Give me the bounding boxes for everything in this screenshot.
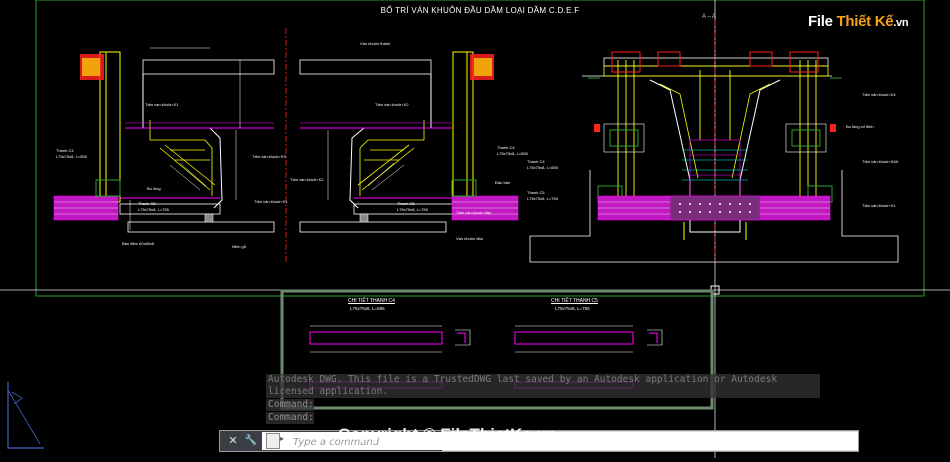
svg-text:Thanh C4: Thanh C4	[527, 159, 545, 164]
chevron-down-icon[interactable]: ▸	[280, 434, 285, 443]
detail-c4-title: CHI TIẾT THANH C4	[348, 298, 395, 304]
watermark-logo-part2: Thiết Kế	[832, 13, 894, 30]
watermark-logo-part1: File	[808, 13, 833, 30]
svg-text:Tấm ván khuôn K1: Tấm ván khuôn K1	[254, 199, 288, 204]
svg-text:Tấm ván khuôn KS: Tấm ván khuôn KS	[252, 154, 286, 159]
right-section-view: Tấm ván khuôn K4 Bu lông cố định Tấm ván…	[527, 20, 899, 263]
svg-text:Tấm ván khuôn K2: Tấm ván khuôn K2	[375, 102, 409, 107]
command-prompt-area: ▸	[262, 432, 858, 451]
terminal-icon	[266, 433, 280, 449]
svg-text:Bu lông: Bu lông	[147, 186, 161, 191]
svg-text:Bản đệm 60x60x6: Bản đệm 60x60x6	[122, 241, 155, 246]
svg-text:Ván khuôn thành: Ván khuôn thành	[360, 41, 390, 46]
detail-c5-title: CHI TIẾT THANH C5	[551, 298, 598, 304]
svg-text:Thanh C5: Thanh C5	[397, 201, 415, 206]
svg-text:Thanh C4: Thanh C4	[497, 145, 515, 150]
svg-text:Đầu bản: Đầu bản	[495, 180, 510, 185]
svg-text:Tấm ván khuôn K8A: Tấm ván khuôn K8A	[862, 159, 899, 164]
svg-text:Ván khuôn đầu: Ván khuôn đầu	[456, 236, 483, 241]
watermark-logo-part3: .vn	[893, 17, 909, 29]
watermark-logo: File Thiết Kế.vn	[808, 13, 909, 30]
svg-text:Tấm ván khuôn đáy: Tấm ván khuôn đáy	[456, 210, 491, 215]
command-history-message: Autodesk DWG. This file is a TrustedDWG …	[266, 374, 820, 398]
svg-text:Thanh C5: Thanh C5	[527, 190, 545, 195]
detail-viewport-frame	[280, 289, 714, 410]
svg-text:L75x75x8, L=755: L75x75x8, L=755	[527, 196, 559, 201]
detail-c5-subtitle: L75x75x8, L=755	[555, 306, 590, 311]
svg-text:L75x75x8, L=755: L75x75x8, L=755	[138, 207, 170, 212]
svg-text:Tấm ván khuôn K1: Tấm ván khuôn K1	[145, 102, 179, 107]
svg-text:Thanh C4: Thanh C4	[56, 148, 74, 153]
command-line-bar: ✕ 🔧 ▸	[219, 430, 859, 452]
svg-text:L75x75x8, L=555: L75x75x8, L=555	[497, 151, 529, 156]
svg-text:Bu lông cố định: Bu lông cố định	[846, 124, 874, 129]
drawing-title: BỐ TRÍ VÁN KHUÔN ĐẦU DẦM LOẠI DẦM C.D.E.…	[380, 6, 580, 15]
svg-text:L75x75x8, L=755: L75x75x8, L=755	[397, 207, 429, 212]
command-history: Autodesk DWG. This file is a TrustedDWG …	[266, 374, 820, 424]
command-history-line-1: Command:	[266, 399, 314, 411]
detail-c4-subtitle: L75x75x8, L=555	[350, 306, 385, 311]
svg-text:Tấm ván khuôn K2: Tấm ván khuôn K2	[290, 177, 324, 182]
left-elevation-view: Ván khuôn thành Tấm ván khuôn K1 Tấm ván…	[53, 28, 529, 262]
section-mark: A – A	[702, 14, 717, 20]
svg-text:L75x75x8, L=555: L75x75x8, L=555	[527, 165, 559, 170]
ucs-icon	[7, 382, 44, 449]
command-input[interactable]	[291, 433, 595, 451]
copyright-watermark: Copyright © FileThietKe.vn	[338, 425, 557, 444]
svg-text:Tấm ván khuôn K4: Tấm ván khuôn K4	[862, 92, 896, 97]
close-icon[interactable]: ✕	[228, 434, 238, 447]
drawing-border	[35, 0, 925, 297]
command-history-line-2: Command:	[266, 412, 314, 424]
svg-text:Tấm ván khuôn K1: Tấm ván khuôn K1	[862, 203, 896, 208]
svg-text:L75x75x8, L=555: L75x75x8, L=555	[56, 154, 88, 159]
svg-text:Thanh C5: Thanh C5	[138, 201, 156, 206]
svg-text:Nêm gỗ: Nêm gỗ	[232, 244, 247, 249]
wrench-icon[interactable]: 🔧	[244, 435, 258, 446]
